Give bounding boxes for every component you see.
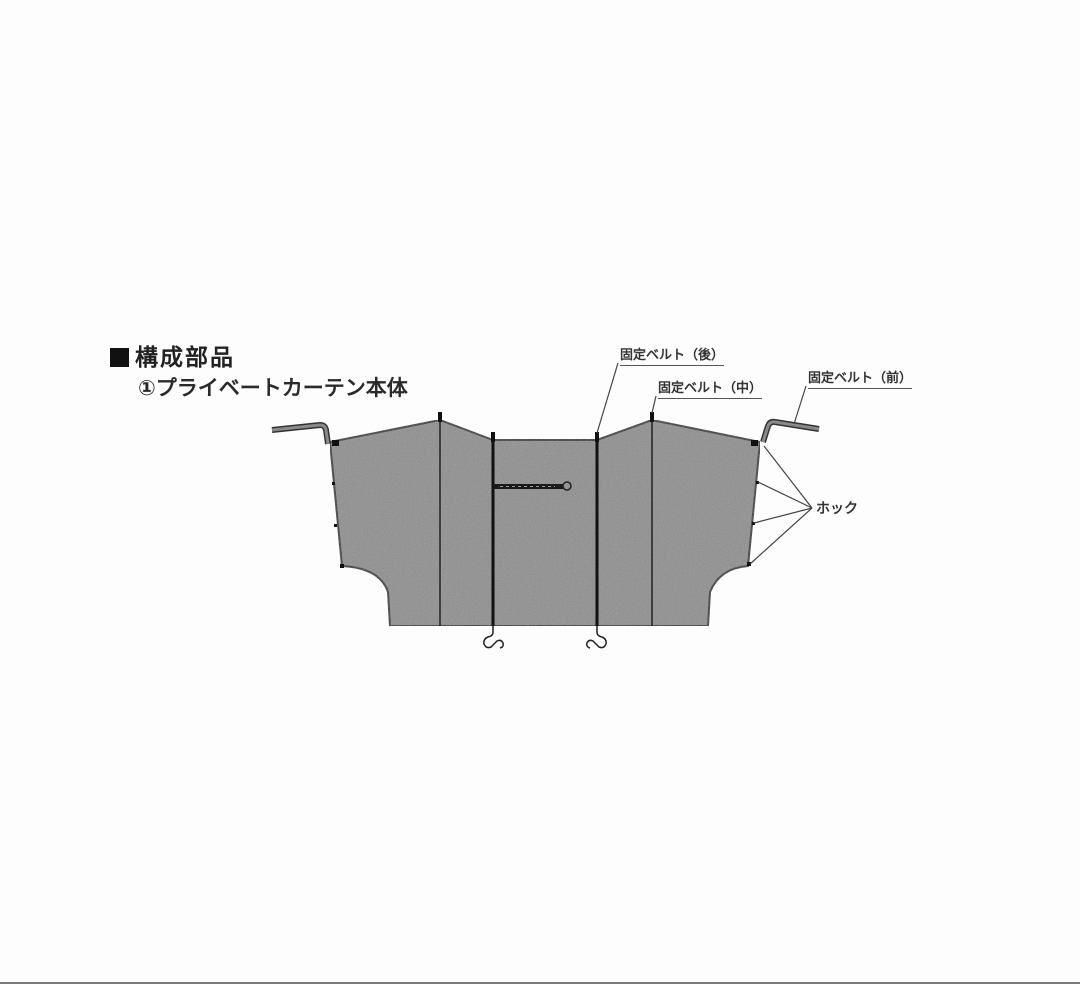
label-belt-front: 固定ベルト（前）: [808, 367, 913, 389]
label-hooks: ホック: [816, 501, 858, 517]
part-name: プライベートカーテン本体: [155, 376, 408, 400]
hook-right-3: [747, 562, 751, 566]
hook-left-1: [332, 482, 335, 485]
leader-hooks: [749, 445, 813, 565]
part-number: ①: [138, 376, 156, 400]
belt-tab-center-right: [595, 432, 599, 442]
s-hook-left-icon: [483, 626, 504, 649]
belt-tab-center-left: [491, 432, 495, 442]
s-hook-right-icon: [586, 626, 607, 649]
belt-tab-right: [650, 412, 654, 422]
belt-tab-left: [438, 412, 442, 422]
leader-belt-rear: [596, 362, 619, 434]
label-belt-middle: 固定ベルト（中）: [658, 377, 763, 399]
section-heading: 構成部品: [110, 338, 235, 372]
section-title: 構成部品: [135, 345, 235, 371]
part-title: ①プライベートカーテン本体: [138, 372, 408, 402]
hook-right-2: [752, 522, 755, 525]
hook-left-top: [332, 440, 339, 446]
hook-left-2: [334, 524, 337, 527]
center-strap: [493, 484, 563, 489]
strap-ring-icon: [562, 481, 572, 491]
leader-belt-mid: [651, 395, 657, 414]
label-belt-rear: 固定ベルト（後）: [620, 344, 725, 366]
leader-belt-front: [793, 385, 807, 425]
bottom-divider: [0, 982, 1080, 984]
hook-left-3: [340, 564, 344, 568]
curtain-body: [328, 418, 762, 627]
hook-right-top: [751, 440, 758, 446]
hook-right-1: [756, 481, 759, 484]
square-bullet-icon: [110, 348, 129, 367]
